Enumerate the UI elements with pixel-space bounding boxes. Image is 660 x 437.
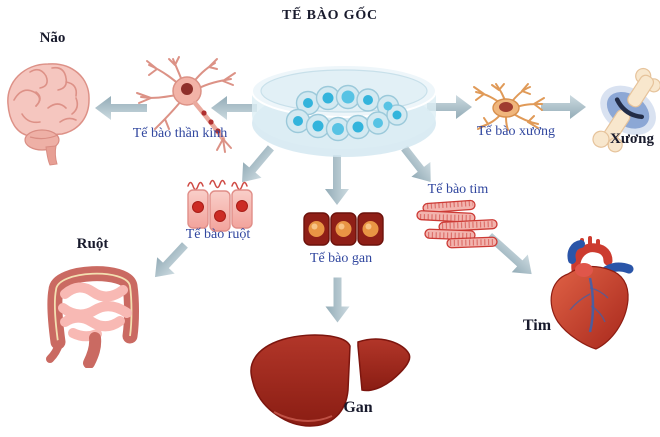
arrow-liver-cell-to-liver xyxy=(325,277,350,323)
gut-label: Ruột xyxy=(76,236,109,252)
bone-label: Xương xyxy=(610,131,654,147)
arrow-dish-to-liver-cell xyxy=(325,155,349,205)
nerve-cell-illustration xyxy=(136,56,236,153)
brain-label: Não xyxy=(39,30,66,46)
arrow-dish-to-heart-cell xyxy=(401,145,431,182)
brain-illustration xyxy=(7,63,90,166)
arrow-bone-cell-to-bone xyxy=(541,95,586,119)
liver-cell-label: Tế bào gan xyxy=(309,251,373,266)
arrow-dish-to-gut-cell xyxy=(242,145,275,183)
heart-cell-label: Tế bào tim xyxy=(427,182,489,197)
nerve-cell-label: Tế bào thần kinh xyxy=(132,126,228,141)
arrow-nerve-cell-to-brain xyxy=(95,96,147,120)
bone-cell-illustration xyxy=(473,83,545,131)
arrow-dish-to-nerve-cell xyxy=(211,96,257,120)
heart-label: Tim xyxy=(522,317,552,334)
diagram-title: TẾ BÀO GỐC xyxy=(282,8,378,23)
liver-illustration xyxy=(250,334,411,427)
bone-cell-label: Tế bào xương xyxy=(477,124,555,139)
gut-illustration xyxy=(46,266,139,368)
stem-cell-dish-illustration xyxy=(251,64,437,157)
arrow-gut-cell-to-gut xyxy=(154,242,188,278)
heart-illustration xyxy=(550,236,634,350)
heart-cell-illustration xyxy=(416,199,498,249)
gut-cell-illustration xyxy=(187,179,253,232)
arrow-heart-cell-to-heart xyxy=(486,232,532,275)
bone-illustration xyxy=(592,67,660,153)
arrow-dish-to-bone-cell xyxy=(427,95,472,119)
liver-cell-illustration xyxy=(303,212,384,246)
gut-cell-label: Tế bào ruột xyxy=(185,227,251,242)
liver-label: Gan xyxy=(343,399,373,416)
